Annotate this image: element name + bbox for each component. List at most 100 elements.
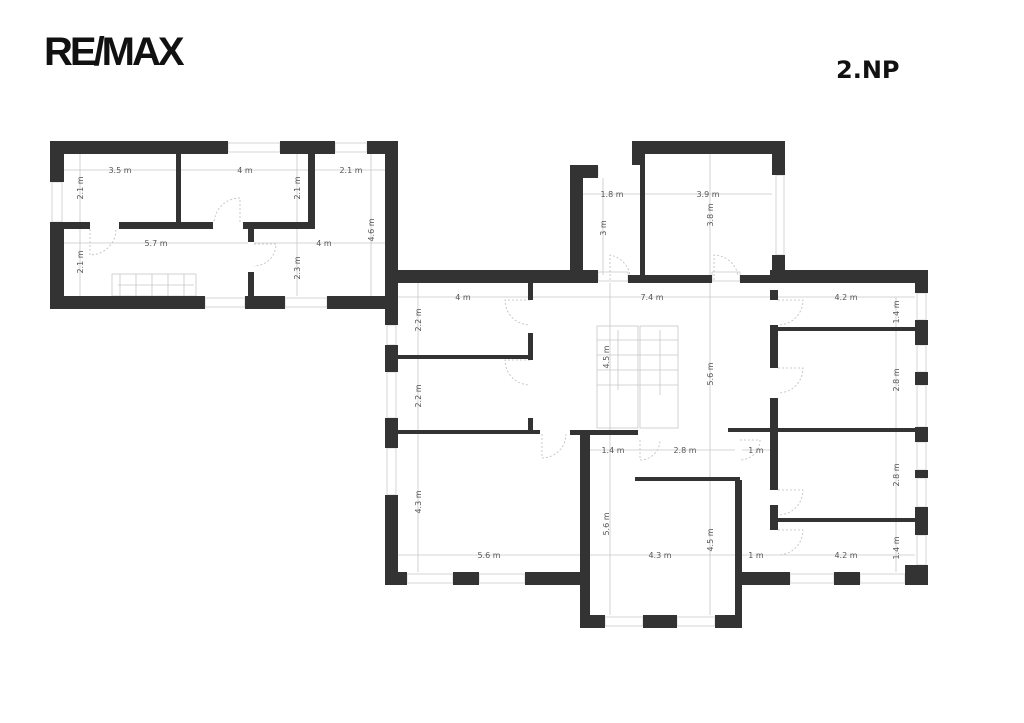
wall: [280, 141, 335, 154]
wall: [50, 222, 64, 309]
dimension-label: 5.6 m: [477, 551, 500, 560]
dimension-label: 4.3 m: [648, 551, 671, 560]
wall: [915, 320, 928, 345]
wall: [915, 470, 928, 478]
staircase: [111, 273, 679, 429]
wall: [50, 296, 205, 309]
dimension-label: 3.9 m: [696, 190, 719, 199]
wall: [778, 327, 915, 331]
dimension-label: 4.2 m: [834, 293, 857, 302]
window: [406, 573, 454, 584]
dimension-label: 2.1 m: [293, 176, 302, 199]
dimension-label: 3 m: [599, 220, 608, 236]
wall: [570, 430, 638, 435]
window: [916, 441, 927, 471]
dimension-label: 4.3 m: [414, 490, 423, 513]
wall: [385, 270, 598, 283]
window: [916, 344, 927, 373]
wall: [770, 505, 778, 530]
wall: [398, 355, 528, 359]
window: [604, 616, 644, 627]
window: [51, 181, 63, 223]
window: [859, 573, 906, 584]
dimension-label: 4 m: [316, 239, 332, 248]
dimension-label: 2.1 m: [76, 176, 85, 199]
wall: [580, 432, 590, 628]
dimension-labels: 3.5 m 4 m 2.1 m 2.1 m 2.1 m 2.1 m 5.7 m 4 m 4.6 …: [76, 166, 901, 560]
wall: [50, 141, 64, 182]
wall: [740, 572, 790, 585]
dimension-label: 3.5 m: [108, 166, 131, 175]
wall: [772, 141, 785, 175]
window: [478, 573, 526, 584]
window: [386, 371, 397, 419]
window: [386, 447, 397, 496]
wall: [740, 275, 780, 283]
window: [284, 297, 328, 308]
wall: [915, 427, 928, 442]
wall: [640, 154, 645, 283]
dimension-label: 2.1 m: [76, 250, 85, 273]
wall: [915, 507, 928, 535]
wall: [570, 165, 583, 283]
window: [916, 292, 927, 321]
dimension-lines: [64, 154, 915, 615]
wall: [770, 325, 778, 368]
wall: [243, 222, 315, 229]
wall: [632, 141, 785, 154]
wall: [248, 272, 254, 305]
dimension-label: 3.8 m: [706, 203, 715, 226]
window: [916, 477, 927, 508]
dimension-label: 1.4 m: [892, 300, 901, 323]
dimension-label: 2.8 m: [673, 446, 696, 455]
floor-label: 2.NP: [836, 56, 900, 84]
wall: [50, 141, 228, 154]
wall: [385, 418, 398, 448]
wall: [770, 398, 778, 490]
dimension-label: 7.4 m: [640, 293, 663, 302]
wall: [64, 222, 90, 229]
wall: [770, 290, 778, 300]
dimension-label: 2.1 m: [339, 166, 362, 175]
wall: [628, 275, 712, 283]
remax-logo: RE/MAX: [44, 30, 185, 74]
wall: [308, 154, 315, 229]
window: [789, 573, 835, 584]
wall: [528, 333, 533, 360]
wall: [528, 418, 533, 434]
doors: [89, 197, 804, 556]
dimension-label: 4 m: [455, 293, 471, 302]
dimension-label: 1 m: [748, 446, 764, 455]
window: [916, 534, 927, 566]
dimension-label: 2.3 m: [293, 256, 302, 279]
wall: [327, 296, 398, 309]
wall: [905, 565, 928, 585]
wall: [570, 165, 598, 178]
wall: [834, 572, 860, 585]
window: [386, 324, 397, 346]
dimension-label: 2.2 m: [414, 384, 423, 407]
dimension-label: 5.6 m: [706, 362, 715, 385]
dimension-label: 5.7 m: [144, 239, 167, 248]
dimension-label: 1.4 m: [892, 536, 901, 559]
wall: [728, 428, 915, 432]
window: [916, 384, 927, 428]
wall: [385, 495, 398, 585]
door-swing: [89, 197, 804, 556]
window: [204, 297, 246, 308]
wall: [735, 480, 742, 628]
wall: [528, 283, 533, 300]
window: [775, 174, 785, 256]
wall: [119, 222, 213, 229]
walls: [50, 141, 928, 628]
wall: [176, 154, 181, 222]
wall: [385, 572, 407, 585]
dimension-label: 4.2 m: [834, 551, 857, 560]
window: [334, 142, 368, 153]
dimension-label: 4.5 m: [602, 345, 611, 368]
window: [597, 271, 629, 282]
wall: [643, 615, 677, 628]
dimension-label: 2.8 m: [892, 368, 901, 391]
dimension-label: 4.6 m: [367, 218, 376, 241]
